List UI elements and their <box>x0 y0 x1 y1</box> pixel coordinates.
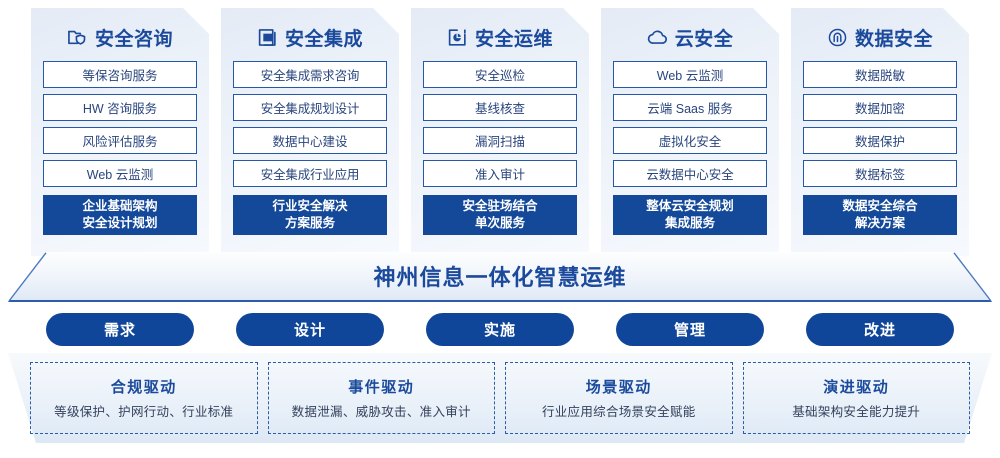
column-title: 数据安全 <box>854 28 933 50</box>
pill-design[interactable]: 设计 <box>236 312 384 346</box>
summary-line: 数据安全综合 <box>842 199 918 213</box>
column-header: 云安全 <box>647 20 734 54</box>
summary-line: 集成服务 <box>664 216 715 230</box>
category-column-data-security[interactable]: 数据安全 数据脱敏 数据加密 数据保护 数据标签 数据安全综合 解决方案 <box>791 8 969 256</box>
service-item[interactable]: 云数据中心安全 <box>613 160 767 187</box>
service-item[interactable]: 数据保护 <box>803 127 957 154</box>
service-item[interactable]: 风险评估服务 <box>43 127 197 154</box>
platform-banner: 神州信息一体化智慧运维 <box>8 252 992 302</box>
column-header: 安全咨询 <box>67 20 173 54</box>
lifecycle-pills: 需求 设计 实施 管理 改进 <box>0 310 1000 348</box>
drivers-list: 合规驱动 等级保护、护网行动、行业标准 事件驱动 数据泄漏、威胁攻击、准入审计 … <box>8 353 992 443</box>
service-item[interactable]: 准入审计 <box>423 160 577 187</box>
category-column-security-integration[interactable]: 安全集成 安全集成需求咨询 安全集成规划设计 数据中心建设 安全集成行业应用 行… <box>221 8 399 256</box>
category-column-security-consulting[interactable]: 安全咨询 等保咨询服务 HW 咨询服务 风险评估服务 Web 云监测 企业基础架… <box>31 8 209 256</box>
driver-title: 事件驱动 <box>348 379 415 396</box>
drivers-panel <box>8 353 992 443</box>
summary-line: 整体云安全规划 <box>646 199 734 213</box>
cloud-icon <box>647 27 668 48</box>
service-item[interactable]: 虚拟化安全 <box>613 127 767 154</box>
folder-shield-icon <box>67 27 88 48</box>
service-item[interactable]: 数据标签 <box>803 160 957 187</box>
service-item[interactable]: 安全巡检 <box>423 61 577 88</box>
driver-desc: 基础架构安全能力提升 <box>792 405 921 419</box>
column-title: 云安全 <box>674 28 734 50</box>
driver-title: 场景驱动 <box>585 379 652 396</box>
driver-title: 演进驱动 <box>823 379 890 396</box>
driver-desc: 数据泄漏、威胁攻击、准入审计 <box>291 405 471 419</box>
column-title: 安全运维 <box>474 28 553 50</box>
column-summary[interactable]: 整体云安全规划 集成服务 <box>613 195 767 235</box>
summary-line: 方案服务 <box>284 216 335 230</box>
monitor-chart-icon <box>447 27 468 48</box>
driver-desc: 等级保护、护网行动、行业标准 <box>54 405 234 419</box>
column-summary[interactable]: 安全驻场结合 单次服务 <box>423 195 577 235</box>
service-item[interactable]: 数据中心建设 <box>233 127 387 154</box>
driver-title: 合规驱动 <box>110 379 177 396</box>
summary-line: 安全设计规划 <box>82 216 158 230</box>
banner-title: 神州信息一体化智慧运维 <box>373 265 627 290</box>
service-item[interactable]: 基线核查 <box>423 94 577 121</box>
service-item[interactable]: 数据加密 <box>803 94 957 121</box>
driver-card-compliance[interactable]: 合规驱动 等级保护、护网行动、行业标准 <box>30 362 258 434</box>
service-item[interactable]: 数据脱敏 <box>803 61 957 88</box>
pill-management[interactable]: 管理 <box>616 312 764 346</box>
pill-requirement[interactable]: 需求 <box>46 312 194 346</box>
column-summary[interactable]: 企业基础架构 安全设计规划 <box>43 195 197 235</box>
service-item[interactable]: 安全集成规划设计 <box>233 94 387 121</box>
column-title: 安全咨询 <box>94 28 173 50</box>
category-column-cloud-security[interactable]: 云安全 Web 云监测 云端 Saas 服务 虚拟化安全 云数据中心安全 整体云… <box>601 8 779 256</box>
service-item[interactable]: 安全集成行业应用 <box>233 160 387 187</box>
category-columns: 安全咨询 等保咨询服务 HW 咨询服务 风险评估服务 Web 云监测 企业基础架… <box>0 8 1000 260</box>
driver-card-incident[interactable]: 事件驱动 数据泄漏、威胁攻击、准入审计 <box>267 362 495 434</box>
service-item[interactable]: 安全集成需求咨询 <box>233 61 387 88</box>
driver-card-evolution[interactable]: 演进驱动 基础架构安全能力提升 <box>742 362 970 434</box>
summary-line: 行业安全解决 <box>272 199 348 213</box>
fingerprint-icon <box>827 27 848 48</box>
category-column-security-operations[interactable]: 安全运维 安全巡检 基线核查 漏洞扫描 准入审计 安全驻场结合 单次服务 <box>411 8 589 256</box>
service-item[interactable]: HW 咨询服务 <box>43 94 197 121</box>
service-item[interactable]: 云端 Saas 服务 <box>613 94 767 121</box>
service-item[interactable]: 漏洞扫描 <box>423 127 577 154</box>
summary-line: 企业基础架构 <box>82 199 158 213</box>
driver-desc: 行业应用综合场景安全赋能 <box>541 405 696 419</box>
service-item[interactable]: 等保咨询服务 <box>43 61 197 88</box>
service-item[interactable]: Web 云监测 <box>613 61 767 88</box>
column-header: 数据安全 <box>827 20 933 54</box>
summary-line: 解决方案 <box>854 216 905 230</box>
column-header: 安全集成 <box>257 20 363 54</box>
column-title: 安全集成 <box>284 28 363 50</box>
summary-line: 安全驻场结合 <box>462 199 538 213</box>
summary-line: 单次服务 <box>474 216 525 230</box>
pill-implementation[interactable]: 实施 <box>426 312 574 346</box>
document-stack-icon <box>257 27 278 48</box>
column-header: 安全运维 <box>447 20 553 54</box>
service-item[interactable]: Web 云监测 <box>43 160 197 187</box>
pill-improvement[interactable]: 改进 <box>806 312 954 346</box>
column-summary[interactable]: 行业安全解决 方案服务 <box>233 195 387 235</box>
driver-card-scenario[interactable]: 场景驱动 行业应用综合场景安全赋能 <box>505 362 733 434</box>
column-summary[interactable]: 数据安全综合 解决方案 <box>803 195 957 235</box>
